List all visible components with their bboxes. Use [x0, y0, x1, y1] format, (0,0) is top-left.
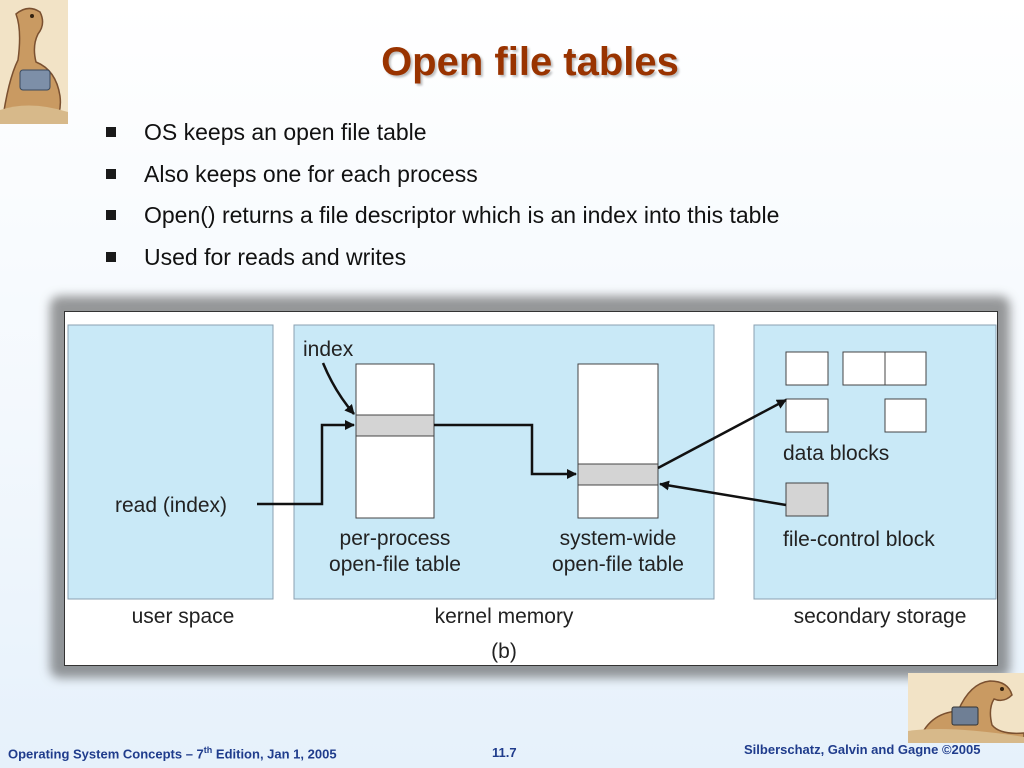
- data-block: [785, 398, 829, 433]
- label-per-process-2: open-file table: [329, 553, 461, 576]
- square-bullet-icon: [106, 127, 116, 137]
- file-control-block: [785, 482, 829, 517]
- label-read-index: read (index): [115, 494, 227, 517]
- footer-page-number: 11.7: [492, 745, 517, 760]
- arrow-read-to-entry: [257, 420, 355, 506]
- arrow-system-wide-to-data-blocks: [657, 398, 787, 470]
- data-block: [842, 351, 886, 386]
- square-bullet-icon: [106, 251, 116, 262]
- square-bullet-icon: [106, 168, 116, 179]
- label-system-wide-2: open-file table: [552, 553, 684, 576]
- data-block: [884, 398, 927, 433]
- label-secondary-storage: secondary storage: [794, 605, 967, 628]
- label-file-control-block: file-control block: [783, 528, 935, 551]
- label-system-wide-1: system-wide: [560, 527, 677, 550]
- arrow-per-process-to-system-wide: [434, 423, 577, 479]
- system-wide-table: [577, 363, 659, 519]
- dinosaur-logo-top-left: [0, 0, 68, 124]
- data-block: [884, 351, 927, 386]
- label-data-blocks: data blocks: [783, 442, 889, 465]
- label-user-space: user space: [132, 605, 235, 628]
- dinosaur-logo-bottom-right: [908, 673, 1024, 743]
- user-space-panel: [67, 324, 274, 600]
- footer-course-title: Operating System Concepts – 7th Edition,…: [8, 745, 337, 762]
- label-index: index: [303, 338, 354, 361]
- per-process-entry: [355, 414, 435, 437]
- square-bullet-icon: [106, 210, 116, 220]
- arrow-fcb-to-system-wide: [659, 480, 787, 507]
- bullet-item: Open() returns a file descriptor which i…: [106, 201, 779, 243]
- system-wide-entry: [577, 463, 659, 486]
- label-kernel-memory: kernel memory: [435, 605, 574, 628]
- bullet-list: OS keeps an open file table Also keeps o…: [106, 118, 779, 284]
- bullet-item: OS keeps an open file table: [106, 118, 779, 160]
- open-file-tables-diagram: index read (index) per-process open-file…: [67, 324, 997, 663]
- open-file-tables-figure: index read (index) per-process open-file…: [64, 311, 998, 666]
- bullet-item: Also keeps one for each process: [106, 160, 779, 202]
- label-per-process-1: per-process: [340, 527, 451, 550]
- arrow-index-to-entry: [321, 362, 355, 415]
- per-process-table: [355, 363, 435, 519]
- bullet-item: Used for reads and writes: [106, 243, 779, 285]
- slide-title: Open file tables: [381, 40, 679, 84]
- data-block: [785, 351, 829, 386]
- footer-authors: Silberschatz, Galvin and Gagne ©2005: [744, 742, 981, 757]
- figure-caption: (b): [491, 640, 517, 663]
